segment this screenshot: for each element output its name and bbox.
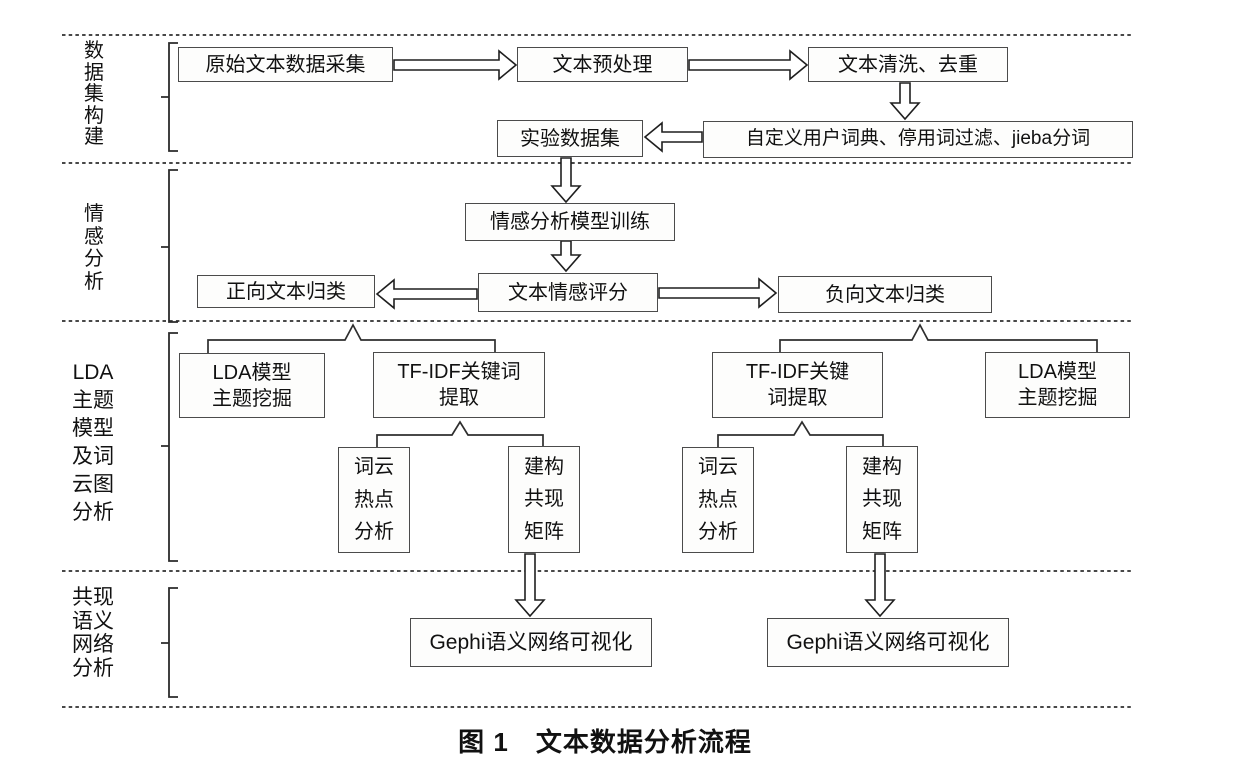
box-cooccurrence-matrix-right: 建构 共现 矩阵 xyxy=(846,446,918,553)
box-dictionary-stopword-jieba: 自定义用户词典、停用词过滤、jieba分词 xyxy=(703,121,1133,158)
arrow-dataset-to-training xyxy=(550,157,582,204)
box-cooccurrence-matrix-left: 建构 共现 矩阵 xyxy=(508,446,580,553)
box-sentiment-model-training: 情感分析模型训练 xyxy=(465,203,675,241)
box-tfidf-keyword-right: TF-IDF关键 词提取 xyxy=(712,352,883,418)
arrow-matrix-left-to-gephi xyxy=(514,553,546,618)
box-text-preprocessing: 文本预处理 xyxy=(517,47,688,82)
arrow-score-to-negative xyxy=(658,277,778,309)
arrow-dictionary-to-dataset xyxy=(643,121,703,153)
box-gephi-visualization-right: Gephi语义网络可视化 xyxy=(767,618,1009,667)
box-experiment-dataset: 实验数据集 xyxy=(497,120,643,157)
bracket-lda-section xyxy=(161,332,178,562)
arrow-training-to-score xyxy=(550,240,582,273)
box-wordcloud-hotspot-right: 词云 热点 分析 xyxy=(682,447,754,553)
fork-negative-branch xyxy=(779,323,1098,353)
arrow-preprocess-to-clean xyxy=(688,49,809,81)
section-label-dataset-construction: 数 据 集 构 建 xyxy=(84,40,104,148)
arrow-clean-to-dictionary xyxy=(889,82,921,121)
box-text-cleaning-dedup: 文本清洗、去重 xyxy=(808,47,1008,82)
bracket-sentiment-section xyxy=(161,169,178,323)
fork-positive-branch xyxy=(207,323,496,353)
section-label-cooccurrence-network: 共现 语义 网络 分析 xyxy=(72,586,114,680)
box-negative-classification: 负向文本归类 xyxy=(778,276,992,313)
section-label-sentiment-analysis: 情 感 分 析 xyxy=(84,203,104,293)
fork-tfidf-left-branch xyxy=(376,420,544,447)
fork-tfidf-right-branch xyxy=(717,420,884,447)
box-wordcloud-hotspot-left: 词云 热点 分析 xyxy=(338,447,410,553)
bracket-network-section xyxy=(161,587,178,698)
figure-caption: 图 1 文本数据分析流程 xyxy=(458,727,752,757)
box-gephi-visualization-left: Gephi语义网络可视化 xyxy=(410,618,652,667)
arrow-raw-to-preprocess xyxy=(393,49,518,81)
arrow-score-to-positive xyxy=(375,278,478,310)
box-raw-text-collection: 原始文本数据采集 xyxy=(178,47,393,82)
box-sentiment-scoring: 文本情感评分 xyxy=(478,273,658,312)
bracket-dataset-section xyxy=(161,42,178,152)
section-label-lda-topic-wordcloud: LDA 主题 模型 及词 云图 分析 xyxy=(72,361,114,524)
arrow-matrix-right-to-gephi xyxy=(864,553,896,618)
box-positive-classification: 正向文本归类 xyxy=(197,275,375,308)
box-lda-topic-mining-left: LDA模型 主题挖掘 xyxy=(179,353,325,418)
box-tfidf-keyword-left: TF-IDF关键词 提取 xyxy=(373,352,545,418)
box-lda-topic-mining-right: LDA模型 主题挖掘 xyxy=(985,352,1130,418)
